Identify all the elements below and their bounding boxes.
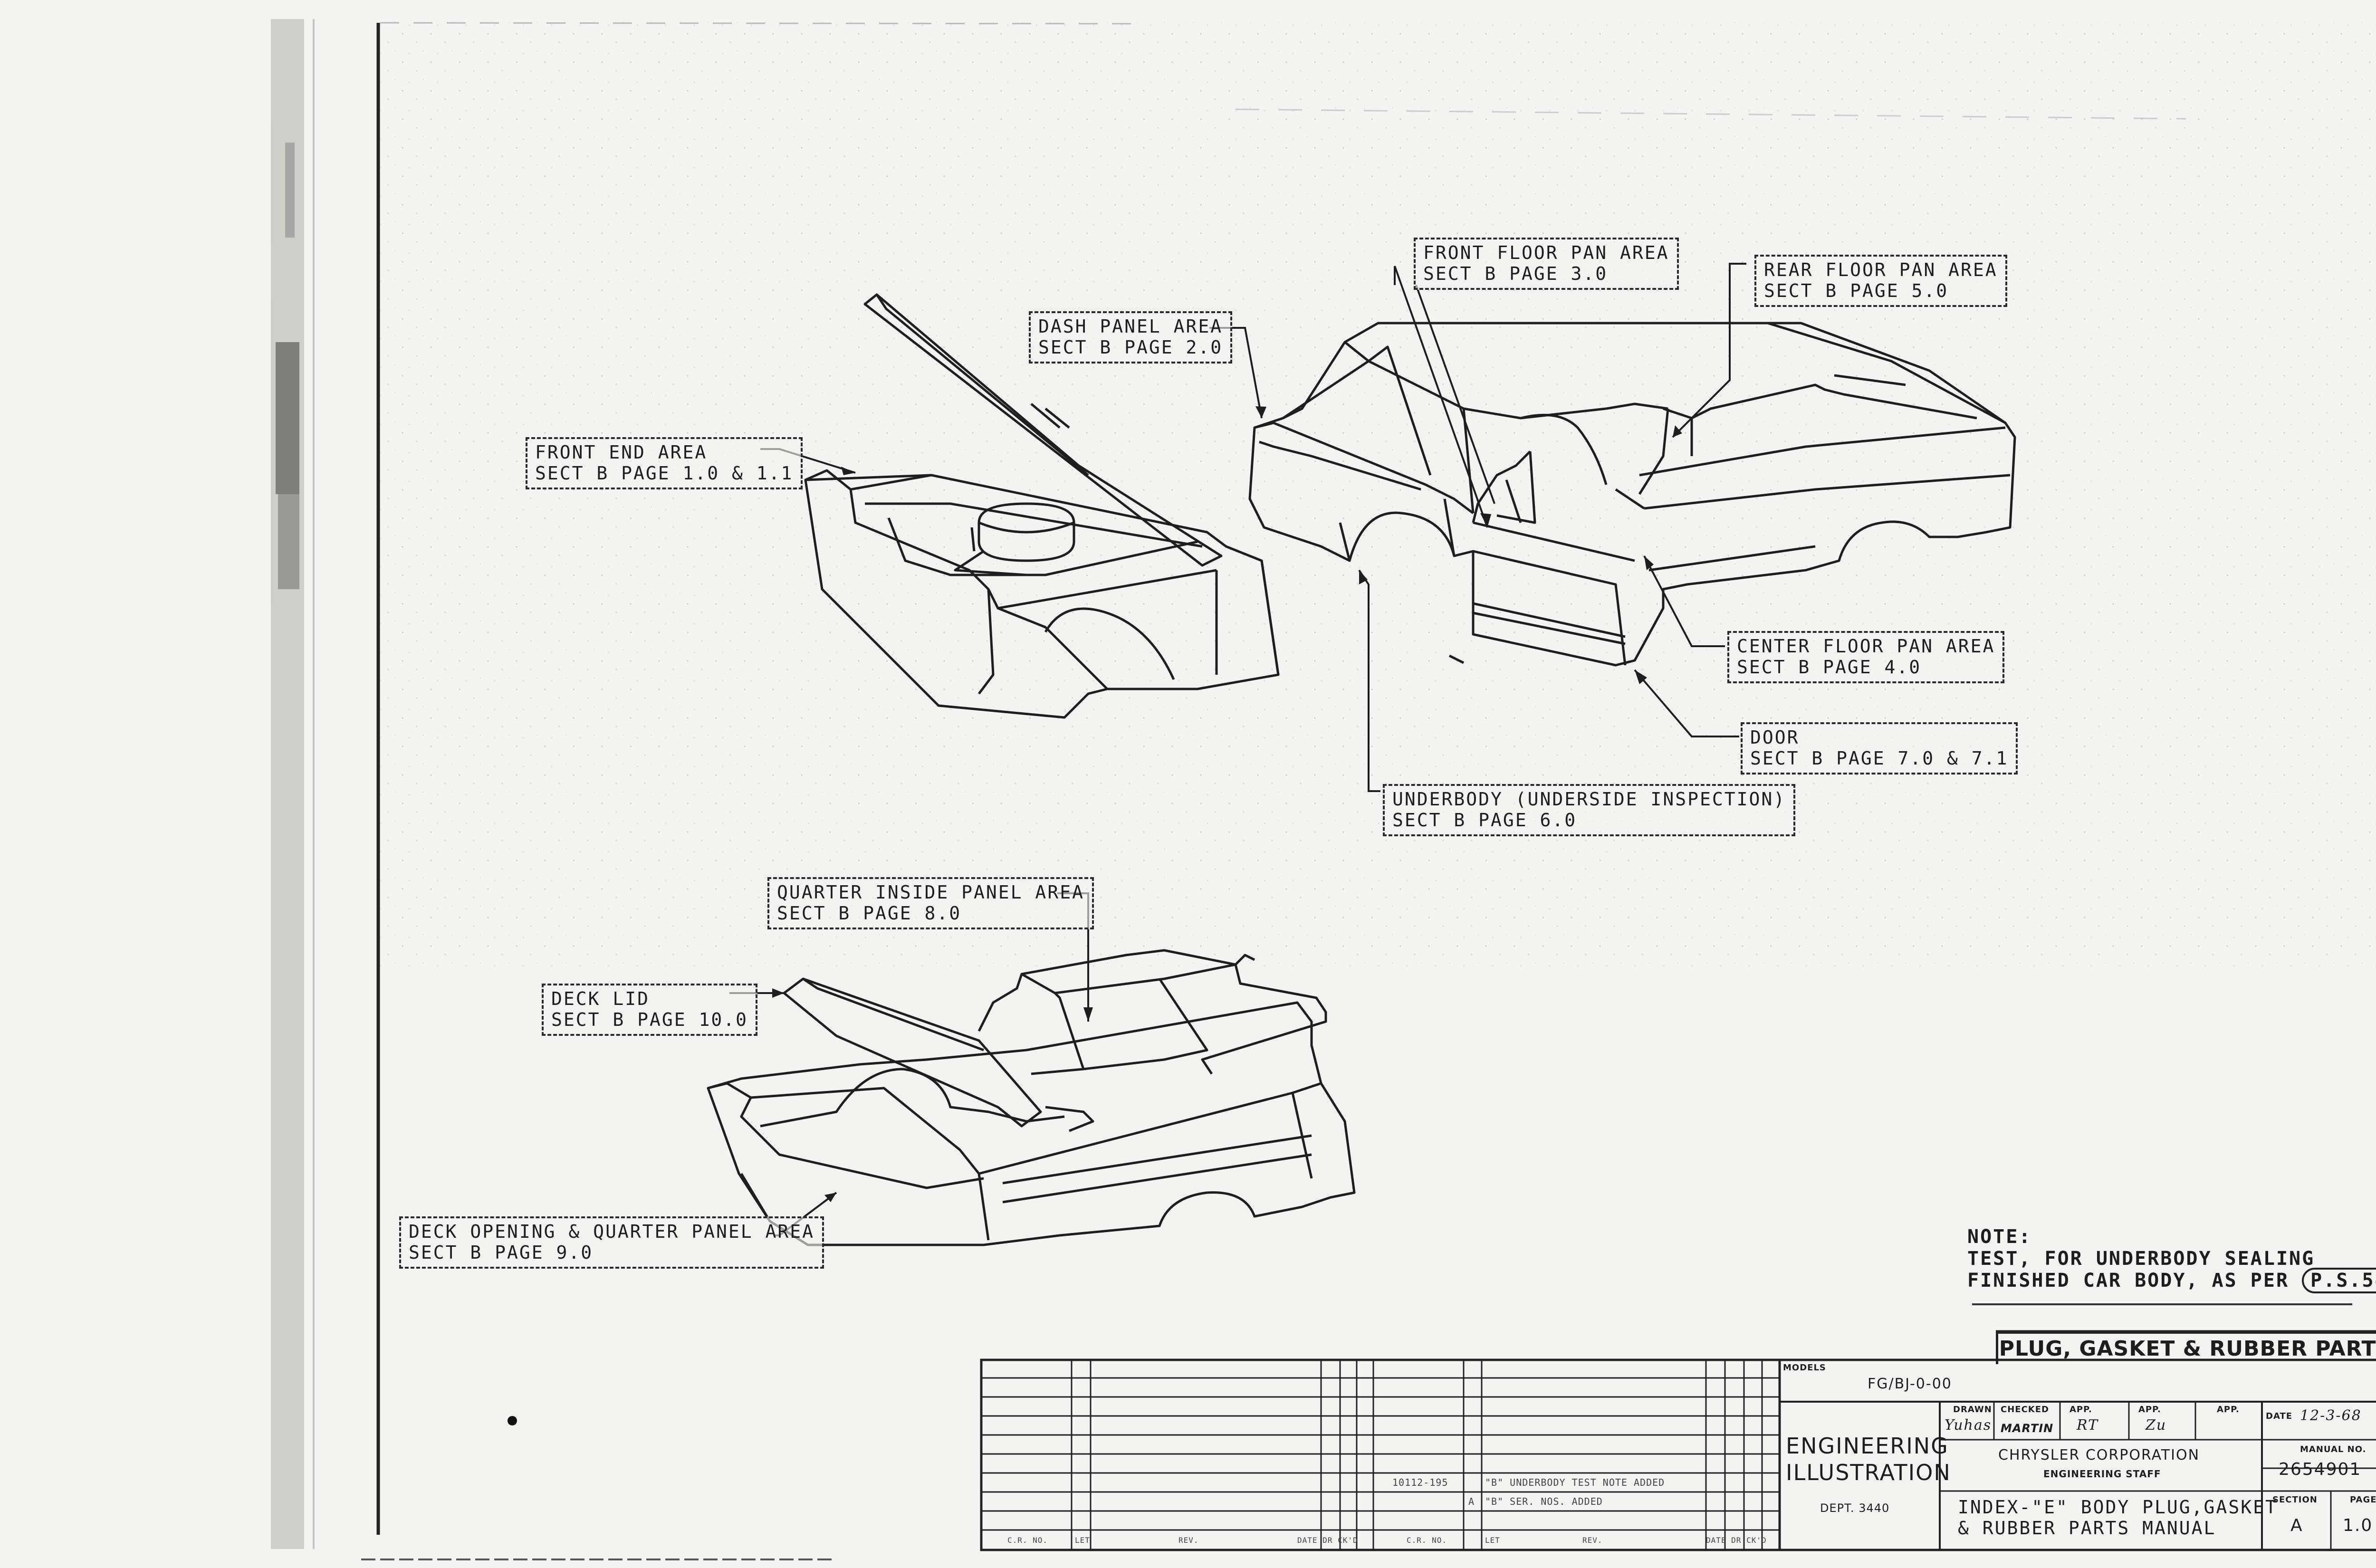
company-name: CHRYSLER CORPORATION xyxy=(1998,1447,2200,1463)
binding-strip xyxy=(271,19,315,1549)
app-label-1: APP. xyxy=(2069,1405,2092,1415)
footer-let-1: LET xyxy=(1075,1536,1090,1545)
test-note: NOTE: TEST, FOR UNDERBODY SEALING FINISH… xyxy=(1967,1226,2376,1293)
footer-let-2: LET xyxy=(1485,1536,1500,1545)
drawn-signature: Yuhas xyxy=(1945,1417,1992,1434)
callout-dash-panel: DASH PANEL AREA SECT B PAGE 2.0 xyxy=(1029,311,1233,363)
rear-body-illustration xyxy=(707,949,1356,1246)
dept-engineering: ENGINEERING xyxy=(1786,1433,1949,1459)
front-end-illustration xyxy=(804,293,1280,719)
arrowheads xyxy=(772,406,1682,1202)
callout-front-end: FRONT END AREA SECT B PAGE 1.0 & 1.1 xyxy=(526,437,803,489)
revision-1-number: 10112-195 xyxy=(1392,1477,1448,1488)
callout-deck-lid: DECK LID SECT B PAGE 10.0 xyxy=(542,984,758,1036)
app-initials-1: RT xyxy=(2077,1417,2099,1434)
manual-no-label: MANUAL NO. xyxy=(2300,1444,2366,1454)
checked-value: MARTIN xyxy=(2001,1422,2054,1435)
title-block-grid xyxy=(980,1330,2376,1551)
revision-2-letter: A xyxy=(1468,1496,1475,1507)
callout-center-floor-pan: CENTER FLOOR PAN AREA SECT B PAGE 4.0 xyxy=(1727,631,2005,683)
app-initials-2: Zu xyxy=(2146,1417,2167,1434)
parts-title: PLUG, GASKET & RUBBER PARTS xyxy=(1996,1331,2376,1364)
manual-no-value: 2654901 xyxy=(2279,1460,2362,1479)
callout-rear-floor-pan: REAR FLOOR PAN AREA SECT B PAGE 5.0 xyxy=(1754,255,2007,307)
callout-underbody: UNDERBODY (UNDERSIDE INSPECTION) SECT B … xyxy=(1383,784,1796,836)
date-value: 12-3-68 xyxy=(2300,1407,2362,1424)
footer-date-2: DATE DR CK'D xyxy=(1706,1536,1767,1545)
section-value: A xyxy=(2290,1516,2303,1535)
page-value: 1.0 xyxy=(2343,1516,2373,1535)
app-label-3: APP. xyxy=(2217,1405,2240,1415)
dept-number: DEPT. 3440 xyxy=(1820,1501,1890,1515)
note-heading: NOTE: xyxy=(1967,1226,2032,1248)
models-label: MODELS xyxy=(1783,1363,1826,1373)
revision-2-text: "B" SER. NOS. ADDED xyxy=(1485,1496,1603,1507)
footer-date-1: DATE DR CK'D xyxy=(1297,1536,1358,1545)
engineering-staff: ENGINEERING STAFF xyxy=(2043,1468,2161,1480)
footer-rev-1: REV. xyxy=(1178,1536,1199,1545)
callout-front-floor-pan: FRONT FLOOR PAN AREA SECT B PAGE 3.0 xyxy=(1414,238,1679,290)
callout-door: DOOR SECT B PAGE 7.0 & 7.1 xyxy=(1741,722,2018,774)
checked-label: CHECKED xyxy=(2001,1405,2049,1415)
footer-cr-no-1: C.R. NO. xyxy=(1007,1536,1048,1545)
date-label: DATE xyxy=(2266,1411,2293,1421)
callout-deck-opening: DECK OPENING & QUARTER PANEL AREA SECT B… xyxy=(399,1216,824,1269)
section-label: SECTION xyxy=(2272,1495,2318,1505)
note-line-1: TEST, FOR UNDERBODY SEALING xyxy=(1967,1248,2315,1270)
models-value: FG/BJ-0-00 xyxy=(1868,1376,1952,1392)
document-title: INDEX-"E" BODY PLUG,GASKET & RUBBER PART… xyxy=(1958,1497,2278,1539)
drawn-label: DRAWN xyxy=(1953,1405,1992,1415)
app-label-2: APP. xyxy=(2138,1405,2161,1415)
ink-dot xyxy=(508,1416,517,1425)
footer-cr-no-2: C.R. NO. xyxy=(1407,1536,1447,1545)
dept-illustration: ILLUSTRATION xyxy=(1786,1460,1951,1485)
revision-1-text: "B" UNDERBODY TEST NOTE ADDED xyxy=(1485,1477,1665,1488)
scan-noise xyxy=(380,19,2376,969)
page-label: PAGE xyxy=(2350,1495,2376,1505)
spec-reference: P.S.5424 xyxy=(2302,1268,2376,1293)
footer-rev-2: REV. xyxy=(1582,1536,1603,1545)
note-line-2: FINISHED CAR BODY, AS PER P.S.5424 xyxy=(1967,1268,2376,1293)
callout-quarter-inside-panel: QUARTER INSIDE PANEL AREA SECT B PAGE 8.… xyxy=(767,877,1094,929)
